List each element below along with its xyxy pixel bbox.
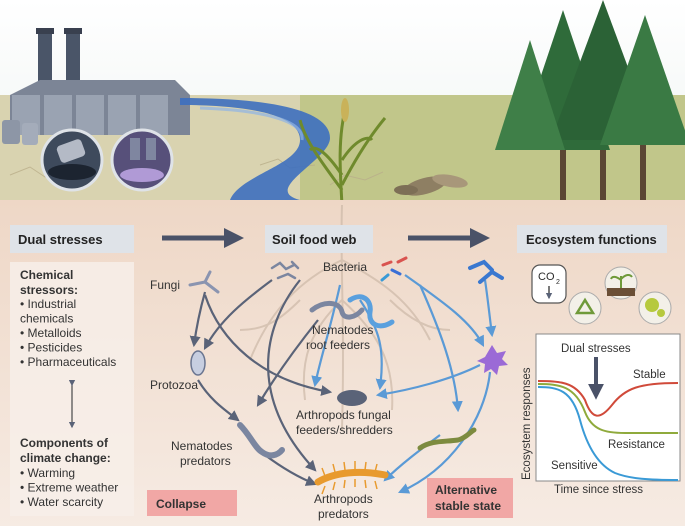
curve-stable [537, 380, 679, 417]
bacteria-colored-icon [380, 256, 408, 282]
label-protozoa: Protozoa [150, 378, 198, 392]
climate-change-item: • Extreme weather [20, 481, 118, 495]
bacteria-blue-icon [468, 259, 504, 284]
pollution-insets [40, 128, 174, 192]
protist-purple-icon [477, 345, 508, 375]
co2-icon: CO 2 [531, 264, 567, 304]
nematode-predator-olive-icon [417, 427, 477, 451]
co2-subscript: 2 [556, 279, 560, 286]
response-chart: Ecosystem responses Time since stress Du… [521, 333, 681, 496]
curve-resistance [537, 383, 678, 435]
chart-dual-label: Dual stresses [561, 343, 631, 355]
label-bacteria: Bacteria [323, 260, 367, 274]
climate-change-title-2: climate change: [20, 451, 111, 465]
chart-ylabel: Ecosystem responses [521, 367, 533, 480]
food-web-labels: Fungi Bacteria Nematodes root feeders Pr… [150, 260, 393, 521]
soil-food-web-title: Soil food web [272, 232, 357, 247]
microbe-icon [638, 291, 672, 325]
protozoa-icon [190, 350, 206, 376]
climate-change-title: Components of [20, 436, 109, 450]
label-resistance: Resistance [608, 439, 665, 451]
nematode-predator-grey-icon [237, 422, 285, 459]
label-fungi: Fungi [150, 278, 180, 292]
chart-xlabel: Time since stress [554, 484, 643, 496]
climate-change-item: • Warming [20, 466, 75, 480]
collapse-label: Collapse [156, 497, 206, 511]
recycle-icon [568, 291, 602, 325]
chemical-stressor-item: • Industrial [20, 297, 76, 311]
centipede-icon [314, 461, 389, 495]
label-stable: Stable [633, 369, 666, 381]
label-arthropods-predators-2: predators [318, 507, 369, 521]
label-arthropods-fungal: Arthropods fungal [296, 408, 391, 422]
chemical-stressors-list: • Industrial chemicals• Metalloids• Pest… [20, 297, 116, 369]
header-dual-stresses: Dual stresses [10, 225, 134, 253]
chart-frame [535, 333, 681, 482]
co2-text: CO [538, 271, 555, 283]
chemical-stressors-title-2: stressors: [20, 283, 78, 297]
label-nematodes-predators: Nematodes [171, 439, 232, 453]
chemical-stressor-item: • Metalloids [20, 326, 82, 340]
fungi-icon [188, 270, 220, 294]
header-ecosystem-functions: Ecosystem functions [517, 225, 667, 253]
dual-stresses-title: Dual stresses [18, 232, 103, 247]
header-soil-food-web: Soil food web [265, 225, 373, 253]
badge-alternative: Alternative stable state [427, 478, 513, 518]
chemical-stressors-title: Chemical [20, 268, 73, 282]
forest-illustration [495, 0, 685, 200]
stressors-panel: Chemical stressors: • Industrial chemica… [10, 262, 134, 516]
organism-icons [188, 256, 508, 495]
label-arthropods-predators: Arthropods [314, 492, 373, 506]
chemical-stressor-item: chemicals [20, 312, 73, 326]
nematode-root-blue-icon [347, 294, 395, 329]
nematode-root-grey-icon [309, 301, 365, 320]
alternative-label: Alternative [435, 483, 497, 497]
badge-collapse: Collapse [147, 490, 237, 516]
plant-growth-icon [604, 266, 638, 300]
ecosystem-icons: CO 2 [531, 264, 672, 325]
factory-illustration [2, 28, 190, 145]
label-nematodes-predators-2: predators [180, 454, 231, 468]
arthropod-fungal-icon [337, 390, 367, 406]
label-sensitive: Sensitive [551, 460, 598, 472]
alternative-label-2: stable state [435, 499, 501, 513]
leaf-litter [394, 174, 468, 196]
climate-change-item: • Water scarcity [20, 495, 103, 509]
ecosystem-functions-title: Ecosystem functions [526, 232, 657, 247]
food-web-arrows [189, 274, 497, 494]
surface-scene [0, 0, 685, 228]
label-arthropods-fungal-2: feeders/shredders [296, 423, 393, 437]
curve-sensitive [537, 386, 679, 481]
chemical-stressor-item: • Pesticides [20, 341, 82, 355]
label-nematodes-root: Nematodes [312, 323, 373, 337]
climate-change-list: • Warming• Extreme weather• Water scarci… [20, 466, 118, 509]
chemical-stressor-item: • Pharmaceuticals [20, 355, 116, 369]
label-nematodes-root-2: root feeders [306, 338, 370, 352]
bacteria-grey-icon [270, 260, 300, 280]
